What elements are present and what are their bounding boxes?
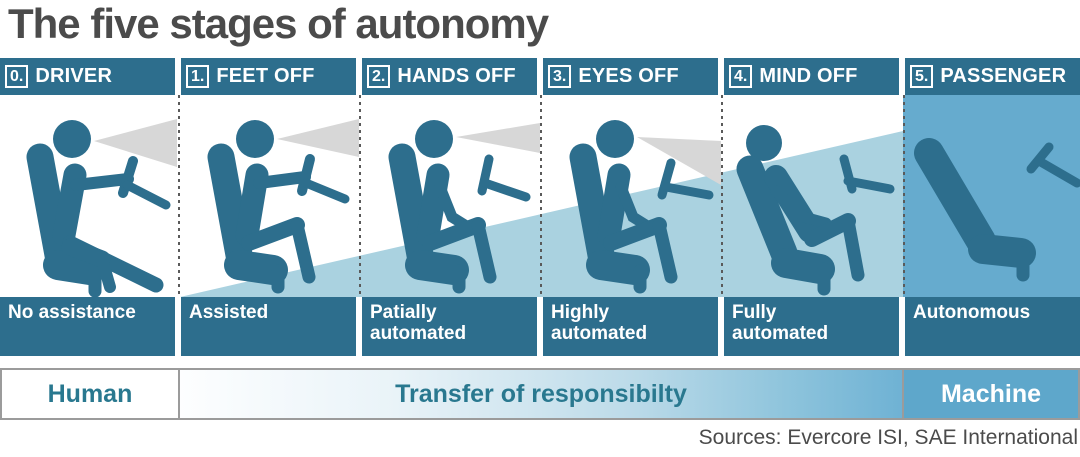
- stage-description-cell: Patially automated: [362, 297, 537, 356]
- page-title: The five stages of autonomy: [8, 0, 549, 47]
- driver-reclined-mind-off-icon: [736, 125, 895, 296]
- stage-header-feet-off: 1. FEET OFF: [181, 58, 356, 95]
- stage-header-label: DRIVER: [35, 65, 113, 87]
- stage-header-label: MIND OFF: [759, 65, 858, 87]
- vision-cone-icon: [456, 123, 540, 153]
- stage-number-badge: 0.: [5, 65, 29, 88]
- stage-number-badge: 4.: [729, 65, 753, 88]
- machine-label: Machine: [904, 370, 1078, 418]
- responsibility-bar: Human Transfer of responsibilty Machine: [0, 368, 1080, 420]
- stage-description-cell: Assisted: [181, 297, 356, 356]
- stage-header-hands-off: 2. HANDS OFF: [362, 58, 537, 95]
- driver-eyes-off-road-icon: [569, 120, 714, 294]
- driver-feet-off-pedals-icon: [207, 120, 350, 294]
- vision-cone-icon: [637, 137, 721, 185]
- stage-header-mind-off: 4. MIND OFF: [724, 58, 899, 95]
- driver-hands-off-wheel-icon: [388, 120, 531, 294]
- stage-header-label: PASSENGER: [940, 65, 1067, 87]
- vision-cone-icon: [94, 119, 177, 167]
- stage-description-cell: Autonomous: [905, 297, 1080, 356]
- stage-number-badge: 3.: [548, 65, 572, 88]
- driver-attentive-hands-on-wheel-icon: [26, 120, 171, 297]
- stage-header-label: HANDS OFF: [397, 65, 516, 87]
- vision-cone-icon: [277, 119, 359, 157]
- stages-illustration: [0, 95, 1080, 297]
- stage-description-cell: Highly automated: [543, 297, 718, 356]
- stage-description-cell: Fully automated: [724, 297, 899, 356]
- empty-seat-autonomous-icon: [914, 138, 1080, 282]
- stage-header-label: EYES OFF: [578, 65, 679, 87]
- stage-header-label: FEET OFF: [216, 65, 315, 87]
- source-note: Sources: Evercore ISI, SAE International: [698, 426, 1078, 449]
- stage-header-eyes-off: 3. EYES OFF: [543, 58, 718, 95]
- stage-number-badge: 5.: [910, 65, 934, 88]
- stage-number-badge: 1.: [186, 65, 210, 88]
- human-label: Human: [2, 370, 180, 418]
- transfer-of-responsibility-label: Transfer of responsibilty: [180, 370, 904, 418]
- passenger-column-background: [903, 95, 1080, 297]
- stage-header-passenger: 5. PASSENGER: [905, 58, 1080, 95]
- stage-description-cell: No assistance: [0, 297, 175, 356]
- stage-header-driver: 0. DRIVER: [0, 58, 175, 95]
- stage-number-badge: 2.: [367, 65, 391, 88]
